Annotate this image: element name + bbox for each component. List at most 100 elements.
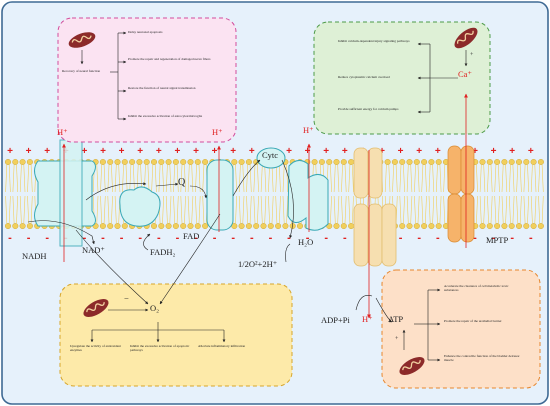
lipid-head [530, 158, 537, 165]
lipid-tail [30, 164, 33, 193]
lipid-head [187, 222, 194, 229]
lipid-tail [333, 195, 336, 224]
lipid-tail [421, 195, 424, 224]
lipid-tail [111, 195, 113, 224]
negative-charge: - [213, 232, 217, 244]
positive-charge: + [81, 146, 87, 157]
lipid-head [238, 158, 245, 165]
lipid-tail [242, 195, 245, 224]
lipid-head [107, 158, 114, 165]
lipid-tail [238, 195, 241, 224]
lipid-tail [498, 195, 500, 224]
lipid-tail [479, 195, 482, 224]
lipid-tail [169, 164, 172, 193]
lipid-head [202, 158, 209, 165]
lipid-tail [432, 195, 435, 224]
lipid-head [537, 158, 544, 165]
lipid-tail [169, 195, 172, 224]
lipid-tail [352, 195, 354, 224]
lipid-tail [443, 195, 446, 224]
negative-charge: - [529, 232, 533, 244]
pink-center-label: Recovery of neural function [62, 69, 101, 73]
lipid-tail [286, 195, 289, 224]
lipid-tail [187, 195, 190, 224]
lipid-tail [111, 164, 113, 193]
positive-charge: + [435, 146, 441, 157]
negative-charge: - [306, 232, 310, 244]
lipid-tail [107, 195, 110, 224]
lipid-tail [165, 195, 168, 224]
lipid-head [99, 222, 106, 229]
green-item-1: Reduce cytoplasmic calcium overload [338, 75, 390, 79]
o2-label: O₂ [150, 303, 160, 313]
lipid-tail [530, 164, 533, 193]
lipid-tail [235, 195, 237, 224]
lipid-tail [16, 195, 18, 224]
lipid-head [158, 222, 165, 229]
lipid-tail [107, 164, 110, 193]
lipid-tail [235, 164, 237, 193]
positive-charge: + [323, 146, 329, 157]
lipid-head [114, 222, 121, 229]
lipid-tail [538, 164, 540, 193]
lipid-tail [487, 164, 489, 193]
negative-charge: - [101, 232, 105, 244]
minus-marker: − [124, 293, 129, 303]
lipid-head [348, 222, 355, 229]
negative-charge: - [269, 232, 273, 244]
negative-charge: - [83, 232, 87, 244]
lipid-head [107, 222, 114, 229]
lipid-tail [538, 195, 540, 224]
lipid-head [435, 158, 442, 165]
lipid-tail [403, 164, 405, 193]
lipid-tail [330, 195, 332, 224]
lipid-head [384, 158, 391, 165]
positive-charge: + [416, 146, 422, 157]
lipid-tail [103, 164, 106, 193]
lipid-head [253, 222, 260, 229]
negative-charge: - [287, 232, 291, 244]
negative-charge: - [27, 232, 31, 244]
lipid-tail [505, 195, 508, 224]
lipid-head [435, 222, 442, 229]
yellow-box [59, 283, 293, 387]
lipid-tail [154, 164, 157, 193]
lipid-head [129, 158, 136, 165]
lipid-head [267, 222, 274, 229]
lipid-tail [198, 164, 201, 193]
lipid-tail [436, 164, 438, 193]
lipid-tail [348, 195, 351, 224]
lipid-head [494, 158, 501, 165]
lipid-tail [541, 164, 544, 193]
lipid-tail [114, 164, 117, 193]
lipid-head [508, 158, 515, 165]
lipid-tail [483, 195, 486, 224]
h2o-label: H₂O [298, 237, 314, 247]
lipid-head [150, 222, 157, 229]
lipid-tail [122, 164, 124, 193]
positive-charge: + [286, 146, 292, 157]
orange-item-1: Promote the repair of the urothelial bar… [444, 319, 502, 323]
lipid-tail [253, 164, 256, 193]
complex-i-pore [59, 139, 83, 247]
lipid-tail [173, 164, 175, 193]
negative-charge: - [231, 232, 235, 244]
lipid-head [508, 222, 515, 229]
lipid-tail [516, 164, 519, 193]
lipid-tail [494, 164, 497, 193]
lipid-tail [180, 195, 183, 224]
lipid-tail [246, 164, 248, 193]
lipid-tail [162, 195, 164, 224]
lipid-tail [410, 164, 413, 193]
lipid-head [523, 158, 530, 165]
positive-charge: + [305, 146, 311, 157]
green-item-2: Provide sufficient energy for calcium pu… [338, 107, 399, 111]
lipid-tail [417, 195, 420, 224]
lipid-head [428, 222, 435, 229]
orange-item-0: Accelerate the clearance of cell metabol… [444, 284, 509, 292]
lipid-tail [27, 164, 29, 193]
fadh2-label: FADH₂ [150, 247, 176, 257]
lipid-head [245, 222, 252, 229]
negative-charge: - [176, 232, 180, 244]
lipid-tail [264, 195, 267, 224]
